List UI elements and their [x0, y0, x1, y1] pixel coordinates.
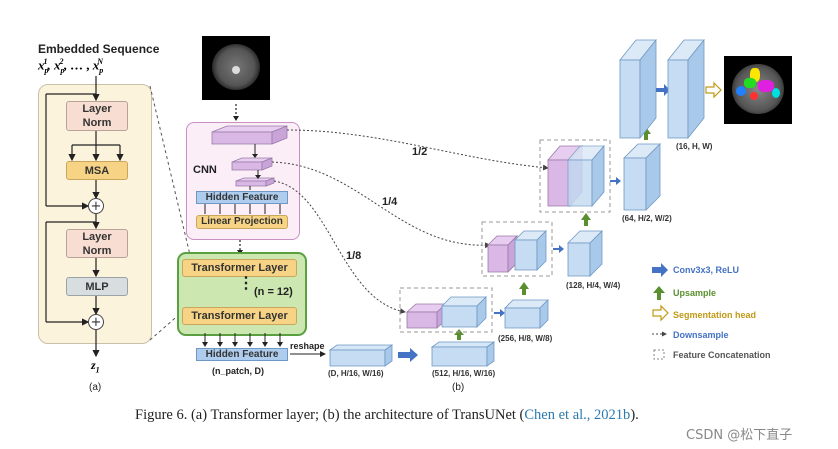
- vertical-dots: ⋮: [238, 275, 254, 292]
- layer-norm-1: Layer Norm: [66, 101, 128, 131]
- watermark: CSDN @松下直子: [686, 428, 793, 443]
- caption-b: (b): [452, 382, 465, 393]
- dim-128-label: (128, H/4, W/4): [566, 281, 621, 290]
- hidden-feature-bottom: Hidden Feature: [196, 348, 288, 361]
- legend-upsample-label: Upsample: [673, 288, 717, 298]
- hidden-feature-top: Hidden Feature: [196, 191, 288, 204]
- add-icon: +: [88, 198, 104, 214]
- caption-a: (a): [89, 382, 102, 393]
- citation-link[interactable]: Chen et al., 2021b: [524, 407, 631, 423]
- figure-caption: Figure 6. (a) Transformer layer; (b) the…: [135, 407, 639, 423]
- mlp-block: MLP: [66, 277, 128, 296]
- dim-256-label: (256, H/8, W/8): [498, 334, 553, 343]
- scale-quarter-label: 1/4: [382, 196, 398, 208]
- reshape-label: reshape: [290, 341, 325, 351]
- dim-512-label: (512, H/16, W/16): [432, 369, 496, 378]
- embedded-sequence-title: Embedded Sequence: [38, 42, 160, 56]
- add-icon: +: [88, 314, 104, 330]
- n-patch-label: (n_patch, D): [212, 366, 265, 376]
- output-label: z1: [91, 358, 100, 375]
- segmentation-output-image: [724, 56, 792, 124]
- dim-d-label: (D, H/16, W/16): [328, 369, 384, 378]
- legend-conv-label: Conv3x3, ReLU: [673, 265, 740, 275]
- legend-seghead-label: Segmentation head: [673, 310, 757, 320]
- scale-half-label: 1/2: [412, 146, 428, 158]
- n-equals-label: (n = 12): [254, 286, 293, 298]
- layer-norm-2: Layer Norm: [66, 229, 128, 258]
- linear-projection: Linear Projection: [196, 215, 288, 229]
- transformer-layer-bottom: Transformer Layer: [182, 307, 297, 325]
- transformer-layer-top: Transformer Layer: [182, 259, 297, 277]
- msa-block: MSA: [66, 161, 128, 180]
- dim-16-label: (16, H, W): [676, 142, 713, 151]
- ct-scan-image: [202, 36, 270, 100]
- dim-64-label: (64, H/2, W/2): [622, 214, 672, 223]
- cnn-label: CNN: [193, 164, 217, 176]
- legend-downsample-label: Downsample: [673, 330, 729, 340]
- embedded-sequence-formula: xp1, xp2, … , xpN: [38, 57, 104, 75]
- legend-concat-label: Feature Concatenation: [673, 350, 771, 360]
- scale-eighth-label: 1/8: [346, 250, 362, 262]
